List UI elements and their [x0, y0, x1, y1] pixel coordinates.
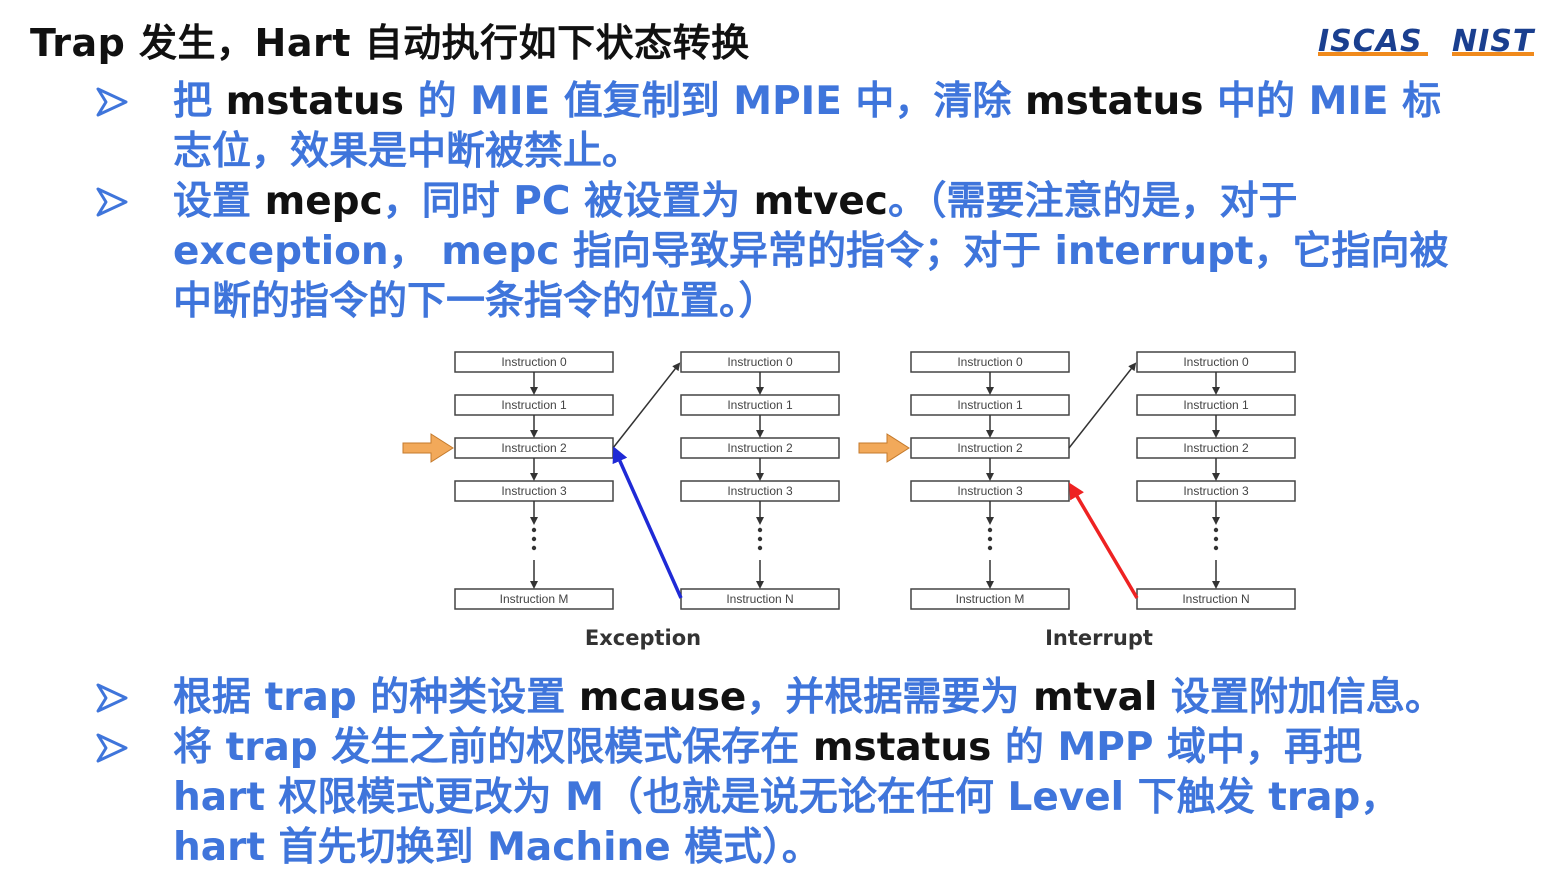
panel-caption: Interrupt: [1045, 626, 1153, 650]
instruction-label: Instruction M: [956, 592, 1025, 606]
instruction-label: Instruction 3: [957, 484, 1023, 498]
instruction-label: Instruction 2: [957, 441, 1023, 455]
instruction-label: Instruction 0: [501, 355, 567, 369]
bullet-text: 根据 trap 的种类设置 mcause，并根据需要为 mtval 设置附加信息…: [173, 673, 1503, 723]
ellipsis-dot: [531, 545, 537, 551]
instruction-label: Instruction 1: [957, 398, 1023, 412]
bullet-segment: hart 首先切换到 Machine 模式）。: [173, 825, 821, 870]
bullet-arrow-icon: [96, 733, 128, 763]
bullet-segment: 把: [173, 79, 226, 124]
ellipsis-dot: [987, 545, 993, 551]
ellipsis-dot: [987, 527, 993, 533]
iscas-logo-underline: [1318, 52, 1428, 56]
ellipsis-dot: [757, 545, 763, 551]
ellipsis-dot: [1213, 527, 1219, 533]
instruction-label: Instruction 2: [727, 441, 793, 455]
trap-flow-diagram: Instruction 0 Instruction 1 Instruction 2 I…: [402, 351, 1296, 650]
ellipsis-dot: [757, 536, 763, 542]
bullet-segment: 中的 MIE 标: [1203, 79, 1442, 124]
keyword-text: mstatus: [812, 725, 992, 770]
instruction-box: [454, 588, 614, 610]
instruction-label: Instruction 0: [957, 355, 1023, 369]
bullet-segment: ，同时 PC 被设置为: [382, 179, 754, 224]
bullet-segment: 设置附加信息。: [1157, 675, 1444, 720]
keyword-text: mstatus: [225, 79, 405, 124]
diagram-panel-interrupt: Instruction 0 Instruction 1 Instruction 2 I…: [858, 351, 1296, 650]
bullet-text: 把 mstatus 的 MIE 值复制到 MPIE 中，清除 mstatus 中…: [173, 77, 1503, 177]
instruction-label: Instruction N: [726, 592, 793, 606]
instruction-label: Instruction 1: [727, 398, 793, 412]
instruction-label: Instruction 3: [501, 484, 567, 498]
instruction-label: Instruction M: [500, 592, 569, 606]
bullet-text: 设置 mepc，同时 PC 被设置为 mtvec。（需要注意的是，对于 excep…: [173, 177, 1503, 327]
bullet-arrow-icon: [96, 187, 128, 217]
ellipsis-dot: [987, 536, 993, 542]
bullet-text: 将 trap 发生之前的权限模式保存在 mstatus 的 MPP 域中，再把 h…: [173, 723, 1503, 873]
ellipsis-dot: [1213, 545, 1219, 551]
bullet-segment: 志位，效果是中断被禁止。: [173, 129, 642, 174]
keyword-text: mcause: [578, 675, 747, 720]
return-arrow: [612, 446, 683, 599]
bullet-segment: exception， mepc 指向导致异常的指令；对于 interrupt，它…: [173, 229, 1449, 274]
bullet-segment: ，并根据需要为: [746, 675, 1033, 720]
instruction-label: Instruction 0: [1183, 355, 1249, 369]
slide-title: Trap 发生，Hart 自动执行如下状态转换: [30, 21, 750, 65]
diagram-panel-exception: Instruction 0 Instruction 1 Instruction 2 I…: [402, 351, 840, 650]
keyword-text: mtval: [1032, 675, 1158, 720]
panel-caption: Exception: [585, 626, 701, 650]
bullet-segment: 中断的指令的下一条指令的位置。）: [173, 279, 778, 324]
instruction-label: Instruction 1: [1183, 398, 1249, 412]
bullet-arrow-icon: [96, 87, 128, 117]
bullet-segment: 的 MIE 值复制到 MPIE 中，清除: [404, 79, 1025, 124]
bullet-segment: 设置: [173, 179, 265, 224]
keyword-text: mepc: [264, 179, 383, 224]
instruction-label: Instruction N: [1182, 592, 1249, 606]
ellipsis-dot: [757, 527, 763, 533]
ellipsis-dot: [1213, 536, 1219, 542]
bullet-segment: hart 权限模式更改为 M（也就是说无论在任何 Level 下触发 trap，: [173, 775, 1400, 820]
ellipsis-dot: [531, 527, 537, 533]
trap-trigger-arrow-icon: [858, 433, 910, 463]
instruction-label: Instruction 2: [1183, 441, 1249, 455]
instruction-label: Instruction 2: [501, 441, 567, 455]
jump-to-handler-arrow: [1068, 362, 1137, 449]
jump-to-handler-arrow: [612, 362, 681, 449]
bullet-segment: 。（需要注意的是，对于: [887, 179, 1298, 224]
trap-trigger-arrow-icon: [402, 433, 454, 463]
instruction-box: [680, 588, 840, 610]
ellipsis-dot: [531, 536, 537, 542]
keyword-text: mstatus: [1025, 79, 1204, 124]
keyword-text: mtvec: [753, 179, 888, 224]
bullet-arrow-icon: [96, 683, 128, 713]
instruction-label: Instruction 1: [501, 398, 567, 412]
bullet-segment: 的 MPP 域中，再把: [991, 725, 1363, 770]
bullet-segment: 根据 trap 的种类设置: [173, 675, 579, 720]
instruction-label: Instruction 3: [727, 484, 793, 498]
bullet-segment: 将 trap 发生之前的权限模式保存在: [173, 725, 813, 770]
return-arrow: [1068, 482, 1139, 599]
instruction-label: Instruction 0: [727, 355, 793, 369]
instruction-label: Instruction 3: [1183, 484, 1249, 498]
instruction-box: [1136, 588, 1296, 610]
instruction-box: [910, 588, 1070, 610]
nist-logo-underline: [1452, 52, 1534, 56]
